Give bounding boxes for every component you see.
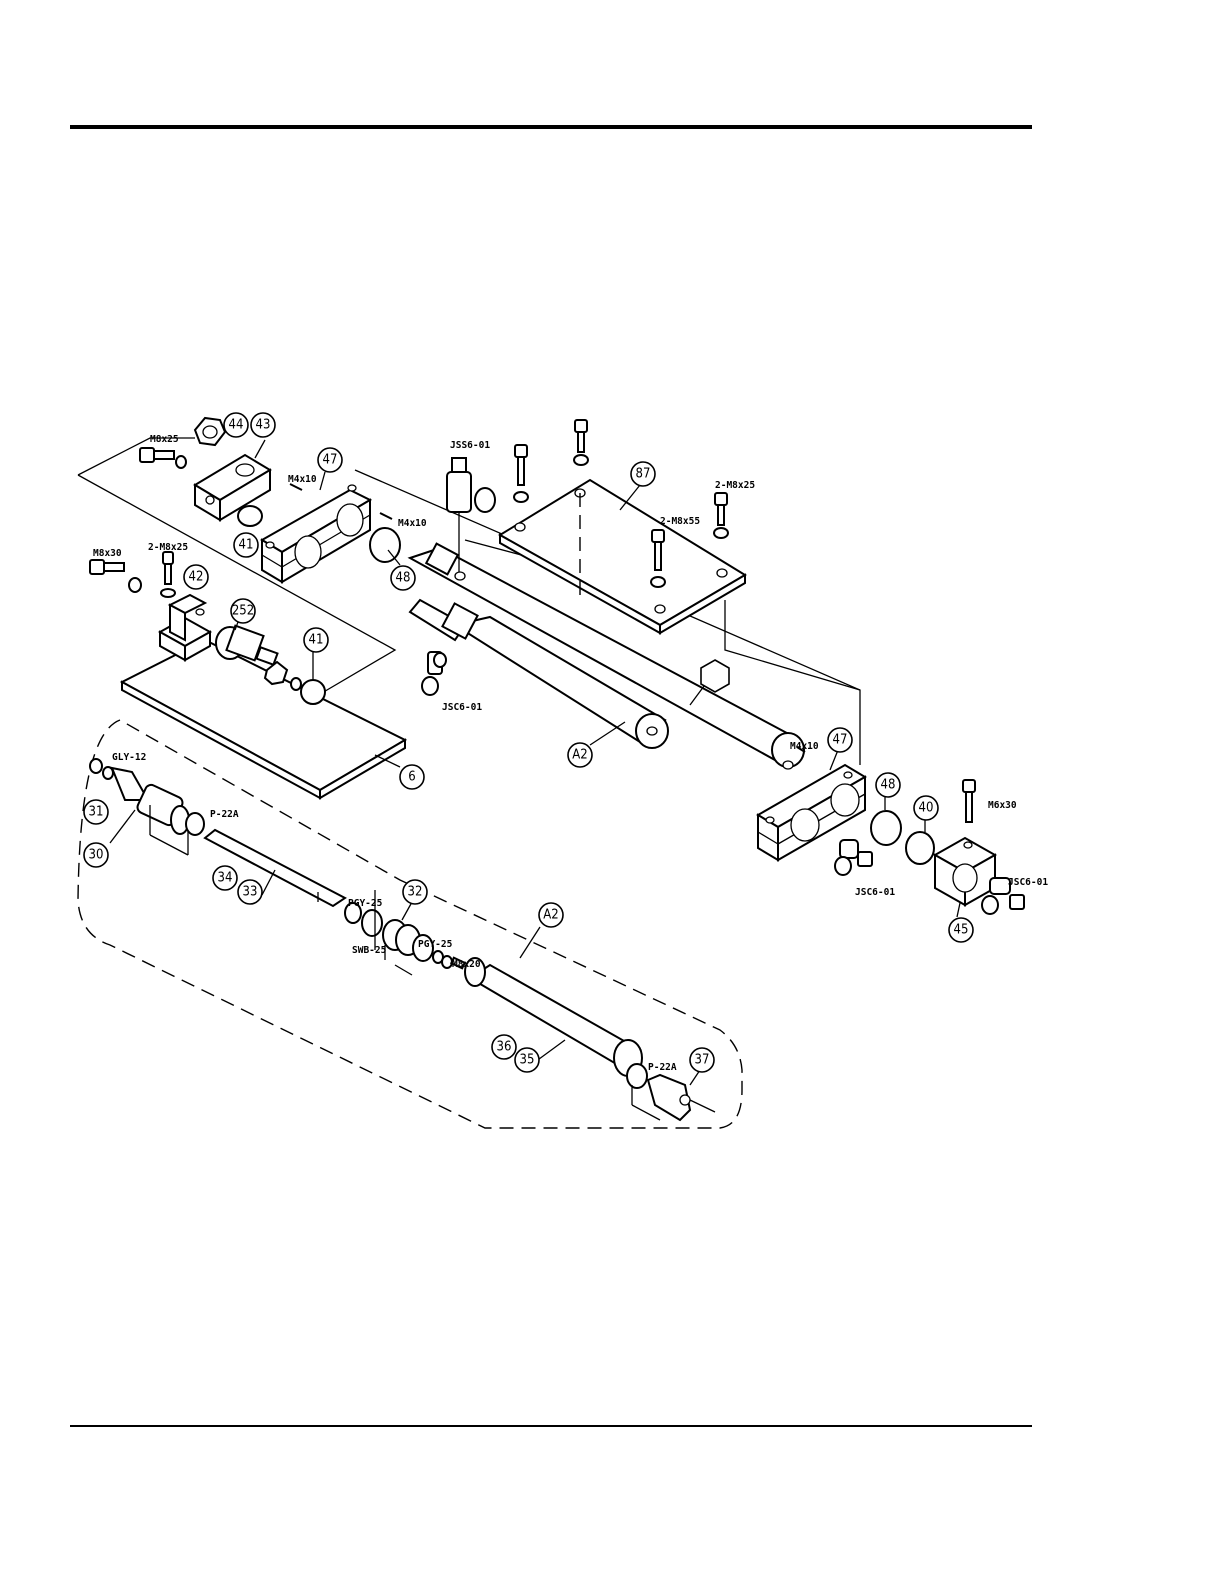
bubble-31: 31 [84, 800, 108, 824]
bolt-m6x30 [963, 780, 975, 822]
bubble-48-lower: 48 [876, 773, 900, 797]
bubble-45: 45 [949, 918, 973, 942]
bubble-33: 33 [238, 880, 262, 904]
bubble-32: 32 [403, 880, 427, 904]
bushing-48-lower [871, 811, 901, 845]
svg-text:48: 48 [881, 778, 896, 793]
svg-text:45: 45 [954, 923, 969, 938]
label-m8x30: M8x30 [93, 548, 122, 559]
svg-text:47: 47 [323, 453, 338, 468]
svg-text:6: 6 [408, 770, 415, 785]
svg-text:32: 32 [408, 885, 423, 900]
bubble-6: 6 [400, 765, 424, 789]
bubble-36: 36 [492, 1035, 516, 1059]
svg-text:34: 34 [218, 871, 233, 886]
bubble-41-lower: 41 [304, 628, 328, 652]
label-m8x25: M8x25 [150, 434, 179, 445]
label-m4x10-c: M4x10 [790, 741, 819, 752]
bubble-37: 37 [690, 1048, 714, 1072]
label-2-m8x55: 2-M8x55 [660, 516, 700, 527]
bubble-34: 34 [213, 866, 237, 890]
label-jsc6-01-middle: JSC6-01 [442, 702, 482, 713]
svg-text:35: 35 [520, 1053, 535, 1068]
svg-text:33: 33 [243, 885, 258, 900]
bubble-blank-hexagon [701, 660, 729, 692]
bubble-48-upper: 48 [391, 566, 415, 590]
label-m6x30: M6x30 [988, 800, 1017, 811]
nut-44 [195, 418, 225, 445]
bubble-a2-exploded: A2 [539, 903, 563, 927]
label-p-22a-b: P-22A [648, 1062, 677, 1073]
bubble-87: 87 [631, 462, 655, 486]
bolt-m8x30 [90, 560, 141, 592]
label-m8x20: M8x20 [452, 959, 481, 970]
label-jsc6-01-bottom: JSC6-01 [855, 887, 895, 898]
bushing-41-lower [301, 680, 325, 704]
clamp-block-47-upper [262, 485, 370, 582]
bubble-40: 40 [914, 796, 938, 820]
clamp-block-42 [160, 595, 210, 660]
bubble-47-lower: 47 [828, 728, 852, 752]
fitting-jsc6-01-bottom [835, 840, 872, 875]
bushing-48-upper [370, 528, 400, 562]
svg-text:31: 31 [89, 805, 104, 820]
bubble-35: 35 [515, 1048, 539, 1072]
svg-text:41: 41 [309, 633, 324, 648]
base-plate [122, 640, 405, 798]
svg-text:40: 40 [919, 801, 934, 816]
label-pgy-25-a: PGY-25 [348, 898, 383, 909]
label-jsc6-01-right: JSC6-01 [1008, 877, 1048, 888]
bolt-2-m8x25-left [161, 552, 175, 597]
bubble-44: 44 [224, 413, 248, 437]
svg-text:36: 36 [497, 1040, 512, 1055]
bubble-43: 43 [251, 413, 275, 437]
bubble-47-upper: 47 [318, 448, 342, 472]
svg-text:47: 47 [833, 733, 848, 748]
bolt-m8x25 [140, 448, 186, 468]
label-swb-25: SWB-25 [352, 945, 387, 956]
label-2-m8x25-left: 2-M8x25 [148, 542, 188, 553]
svg-text:252: 252 [232, 604, 254, 619]
bubble-a2-assembly: A2 [568, 743, 592, 767]
svg-text:A2: A2 [543, 908, 558, 923]
bubble-252: 252 [231, 599, 255, 623]
svg-text:43: 43 [256, 418, 271, 433]
bubble-41-upper: 41 [234, 533, 258, 557]
label-jss6-01: JSS6-01 [450, 440, 490, 451]
svg-text:87: 87 [636, 467, 651, 482]
bubble-30: 30 [84, 843, 108, 867]
svg-text:42: 42 [189, 570, 204, 585]
label-m4x10-a: M4x10 [288, 474, 317, 485]
svg-text:48: 48 [396, 571, 411, 586]
svg-text:44: 44 [229, 418, 244, 433]
label-m4x10-b: M4x10 [398, 518, 427, 529]
bubble-42: 42 [184, 565, 208, 589]
label-gly-12: GLY-12 [112, 752, 146, 763]
svg-text:30: 30 [89, 848, 104, 863]
fitting-jsc6-01-middle [422, 652, 446, 695]
bushing-41-upper [238, 506, 262, 526]
svg-text:37: 37 [695, 1053, 710, 1068]
end-block-45 [935, 838, 995, 905]
label-pgy-25-b: PGY-25 [418, 939, 453, 950]
label-p-22a-a: P-22A [210, 809, 239, 820]
svg-text:A2: A2 [572, 748, 587, 763]
label-2-m8x25-right: 2-M8x25 [715, 480, 755, 491]
bushing-40 [906, 832, 934, 864]
svg-text:41: 41 [239, 538, 254, 553]
